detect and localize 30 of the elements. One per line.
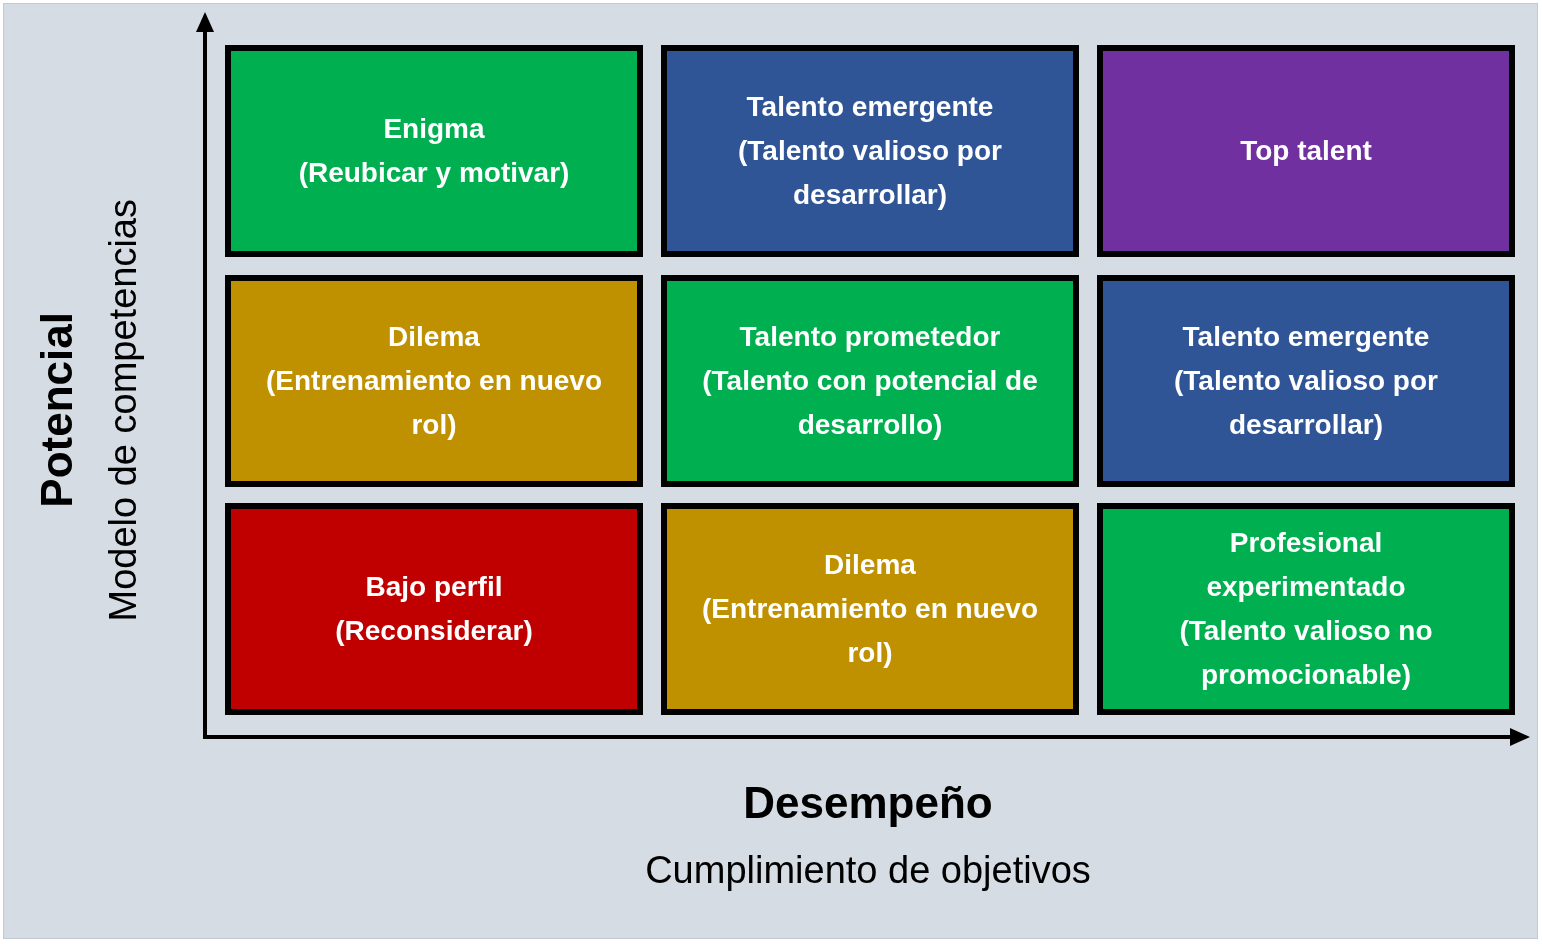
axis-title: Desempeño <box>743 778 993 828</box>
axis-subtitle: Modelo de competencias <box>103 198 145 622</box>
axis-subtitle: Cumplimiento de objetivos <box>645 850 1091 892</box>
category-description: (Talento con potencial de desarrollo) <box>701 364 1039 442</box>
category-title: Profesional experimentado <box>1205 526 1407 604</box>
category-description: (Reubicar y motivar) <box>298 156 570 190</box>
category-title: Bajo perfil <box>365 570 503 604</box>
category-box <box>1097 275 1515 487</box>
category-box <box>661 45 1079 257</box>
category-box <box>225 45 643 257</box>
category-title: Dilema <box>388 320 480 354</box>
category-box <box>225 275 643 487</box>
category-description: (Reconsiderar) <box>335 614 533 648</box>
category-title: Enigma <box>383 112 485 146</box>
category-box <box>225 503 643 715</box>
category-title: Talento emergente <box>1182 320 1430 354</box>
category-description: (Talento valioso por desarrollar) <box>737 134 1003 212</box>
category-description: (Talento valioso no promocionable) <box>1178 614 1434 692</box>
category-title: Dilema <box>824 548 916 582</box>
category-box <box>661 275 1079 487</box>
category-title: Talento prometedor <box>739 320 1001 354</box>
axis-title: Potencial <box>32 312 82 508</box>
category-box <box>1097 503 1515 715</box>
category-description: (Talento valioso por desarrollar) <box>1173 364 1439 442</box>
category-description: (Entrenamiento en nuevo rol) <box>264 364 603 442</box>
category-title: Top talent <box>1240 134 1372 168</box>
category-box <box>1097 45 1515 257</box>
category-description: (Entrenamiento en nuevo rol) <box>700 592 1039 670</box>
category-box <box>661 503 1079 715</box>
category-title: Talento emergente <box>746 90 994 124</box>
